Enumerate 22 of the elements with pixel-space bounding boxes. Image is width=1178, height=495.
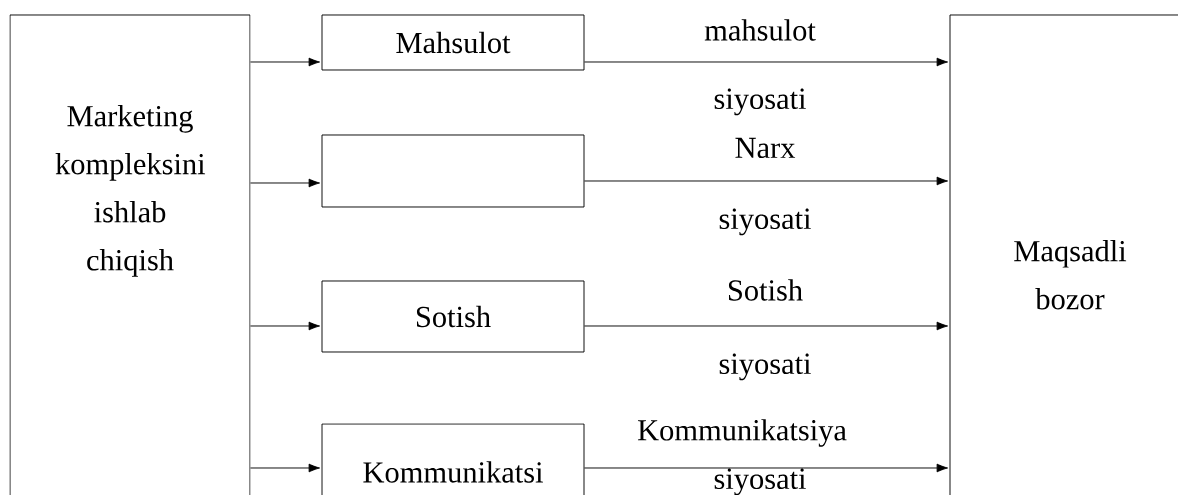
empty-box — [321, 134, 585, 208]
process-box: Maqsadli bozor — [949, 14, 1178, 495]
process-box: Marketing kompleksini ishlab chiqish — [9, 14, 251, 495]
arrow — [250, 178, 321, 188]
label-text: siyosati — [714, 88, 806, 116]
arrow — [584, 176, 948, 186]
label-text: siyosati — [719, 353, 811, 381]
process-box: Mahsulot — [321, 14, 585, 71]
label-text: siyosati — [714, 468, 806, 495]
label-text: siyosati — [719, 208, 811, 236]
arrow — [584, 463, 948, 473]
process-box: Kommunikatsi — [321, 423, 585, 495]
process-box: Sotish — [321, 280, 585, 353]
arrow — [584, 321, 948, 331]
label-text: Narx — [735, 137, 796, 159]
arrow — [250, 57, 321, 67]
arrow — [250, 463, 321, 473]
label-text: Kommunikatsiya — [638, 419, 847, 447]
label-text: Sotish — [728, 279, 803, 301]
label-text: mahsulot — [704, 19, 816, 41]
arrow — [250, 321, 321, 331]
arrow — [584, 57, 948, 67]
